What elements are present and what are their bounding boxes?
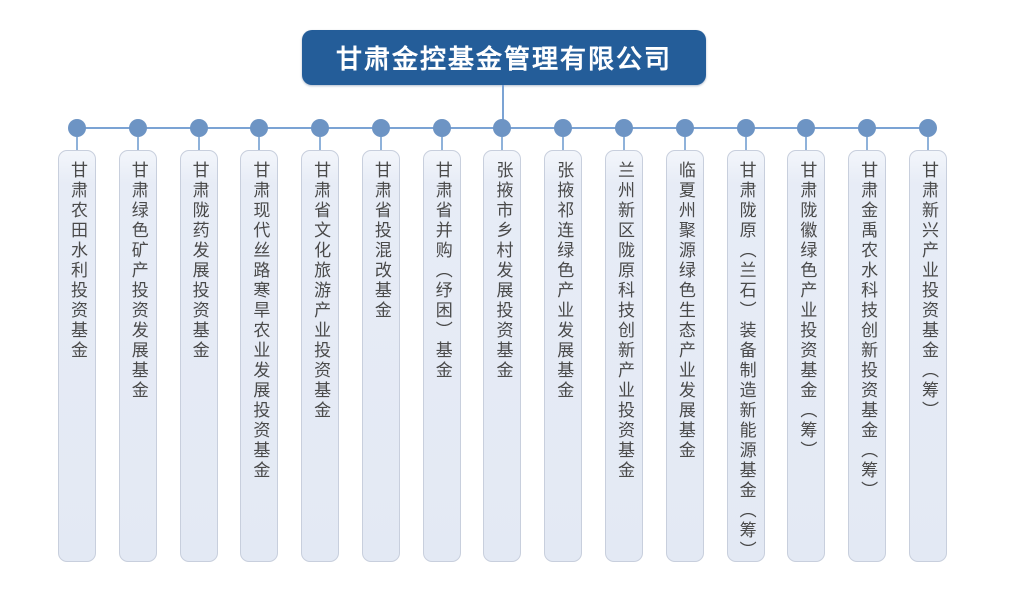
connector-dot [189, 119, 208, 137]
connector-stem [319, 137, 322, 150]
fund-label: 甘肃省文化旅游产业投资基金 [311, 161, 331, 421]
fund-box: 甘肃陇徽绿色产业投资基金（筹） [787, 150, 826, 562]
connector-dot [858, 119, 877, 137]
fund-node: 甘肃陇原（兰石）装备制造新能源基金（筹） [726, 119, 765, 562]
fund-node: 兰州新区陇原科技创新产业投资基金 [605, 119, 644, 562]
fund-node: 甘肃陇药发展投资基金 [179, 119, 218, 562]
fund-box: 甘肃现代丝路寒旱农业发展投资基金 [240, 150, 279, 562]
fund-node: 临夏州聚源绿色生态产业发展基金 [665, 119, 704, 562]
fund-box: 甘肃陇原（兰石）装备制造新能源基金（筹） [726, 150, 765, 562]
connector-stem [258, 137, 261, 150]
fund-label: 甘肃陇徽绿色产业投资基金（筹） [797, 161, 817, 461]
connector-dot [797, 119, 816, 137]
fund-box: 兰州新区陇原科技创新产业投资基金 [605, 150, 644, 562]
connector-stem [926, 137, 929, 150]
fund-box: 张掖市乡村发展投资基金 [483, 150, 522, 562]
fund-label: 甘肃农田水利投资基金 [68, 161, 87, 361]
fund-node: 甘肃绿色矿产投资发展基金 [118, 119, 157, 562]
connector-stem [379, 137, 382, 150]
fund-box: 甘肃省投混改基金 [361, 150, 400, 562]
fund-label: 甘肃新兴产业投资基金（筹） [918, 161, 938, 421]
fund-label: 甘肃绿色矿产投资发展基金 [128, 161, 148, 401]
connector-dot [68, 119, 86, 137]
connector-dot [311, 119, 330, 137]
fund-label: 甘肃陇原（兰石）装备制造新能源基金（筹） [736, 161, 756, 561]
connector-stem [562, 137, 565, 150]
connector-dot [615, 119, 634, 137]
connector-dot [675, 119, 694, 137]
fund-label: 甘肃省并购（纾困）基金 [432, 161, 452, 381]
connector-stem [440, 137, 443, 150]
fund-node: 甘肃省文化旅游产业投资基金 [301, 119, 340, 562]
connector-stem [136, 137, 139, 150]
fund-node: 甘肃现代丝路寒旱农业发展投资基金 [240, 119, 279, 562]
connector-dot [554, 119, 573, 137]
connector-stem [623, 137, 626, 150]
fund-node: 甘肃省投混改基金 [361, 119, 400, 562]
connector-stem [197, 137, 200, 150]
fund-label: 张掖市乡村发展投资基金 [493, 161, 513, 381]
fund-label: 甘肃金禹农水科技创新投资基金（筹） [858, 161, 878, 501]
fund-label: 甘肃现代丝路寒旱农业发展投资基金 [250, 161, 270, 481]
fund-node: 甘肃农田水利投资基金 [58, 119, 96, 562]
fund-box: 甘肃绿色矿产投资发展基金 [118, 150, 157, 562]
connector-dot [493, 119, 512, 137]
connector-stem [683, 137, 686, 150]
connector-stem [76, 137, 78, 150]
connector-dot [371, 119, 390, 137]
connector-dot [250, 119, 269, 137]
fund-box: 临夏州聚源绿色生态产业发展基金 [665, 150, 704, 562]
fund-label: 张掖祁连绿色产业发展基金 [554, 161, 574, 401]
root-company-box: 甘肃金控基金管理有限公司 [302, 30, 706, 85]
connector-dot [128, 119, 147, 137]
fund-label: 甘肃省投混改基金 [371, 161, 391, 321]
fund-node: 甘肃省并购（纾困）基金 [422, 119, 461, 562]
fund-label: 临夏州聚源绿色生态产业发展基金 [675, 161, 695, 461]
connector-stem [805, 137, 808, 150]
connector-dot [918, 119, 937, 137]
fund-node: 甘肃新兴产业投资基金（筹） [908, 119, 947, 562]
connector-dot [736, 119, 755, 137]
fund-node: 甘肃金禹农水科技创新投资基金（筹） [848, 119, 887, 562]
fund-box: 甘肃省并购（纾困）基金 [422, 150, 461, 562]
fund-box: 甘肃金禹农水科技创新投资基金（筹） [848, 150, 887, 562]
fund-node: 张掖祁连绿色产业发展基金 [544, 119, 583, 562]
fund-node: 甘肃陇徽绿色产业投资基金（筹） [787, 119, 826, 562]
fund-box: 甘肃省文化旅游产业投资基金 [301, 150, 340, 562]
root-company-label: 甘肃金控基金管理有限公司 [335, 44, 672, 74]
connector-stem [866, 137, 869, 150]
connector-dot [432, 119, 451, 137]
fund-box: 甘肃农田水利投资基金 [58, 150, 96, 562]
root-connector-stem [502, 85, 504, 128]
fund-box: 张掖祁连绿色产业发展基金 [544, 150, 583, 562]
fund-box: 甘肃新兴产业投资基金（筹） [908, 150, 947, 562]
connector-stem [501, 137, 504, 150]
connector-stem [744, 137, 747, 150]
fund-label: 甘肃陇药发展投资基金 [189, 161, 209, 361]
fund-node: 张掖市乡村发展投资基金 [483, 119, 522, 562]
fund-box: 甘肃陇药发展投资基金 [179, 150, 218, 562]
fund-label: 兰州新区陇原科技创新产业投资基金 [615, 161, 635, 481]
fund-columns: 甘肃农田水利投资基金 甘肃绿色矿产投资发展基金 甘肃陇药发展投资基金 甘肃现代丝… [58, 119, 947, 562]
